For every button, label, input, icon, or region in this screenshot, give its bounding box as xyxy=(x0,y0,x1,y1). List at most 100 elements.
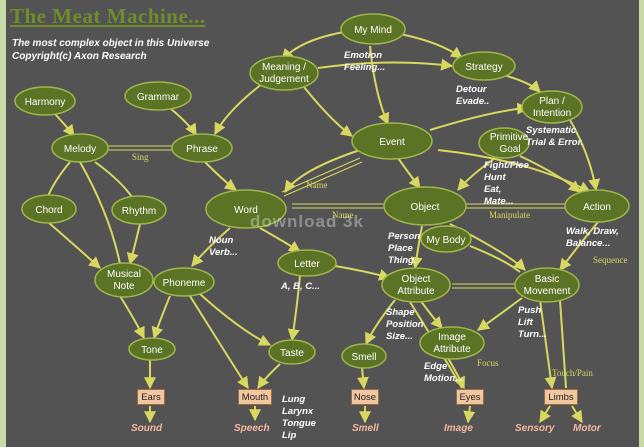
edge-melody-chord xyxy=(47,161,71,197)
label-primitive: Primitive xyxy=(490,132,529,143)
node-phrase xyxy=(171,133,233,163)
node-grammar xyxy=(124,81,192,111)
edge-phoneme-tone xyxy=(151,295,171,340)
label-intention: Intention xyxy=(533,108,571,119)
node-taste xyxy=(268,339,316,365)
sense-limbs: Limbs xyxy=(544,389,578,405)
link-label-focus: Focus xyxy=(477,358,499,368)
edge-letter-objattr xyxy=(334,265,392,281)
node-harmony xyxy=(14,86,76,116)
edge-taste-mouth xyxy=(257,363,281,389)
link-label-name-1: Name xyxy=(306,180,328,190)
edge-event-word xyxy=(284,149,361,193)
sense-nose: Nose xyxy=(351,389,379,405)
link-objattr-basic xyxy=(452,283,516,289)
edge-plan-action xyxy=(569,119,601,192)
edge-harmony-melody xyxy=(54,113,75,137)
edge-phrase-word xyxy=(204,161,237,191)
sense-mouth: Mouth xyxy=(238,389,272,405)
edge-objattr-image xyxy=(419,299,443,329)
label-chord: Chord xyxy=(35,205,62,216)
link-label-sequence: Sequence xyxy=(593,255,628,265)
label-melody: Melody xyxy=(64,144,96,155)
edge-grammar-phrase xyxy=(169,107,197,137)
edge-limbs-sensory xyxy=(539,405,551,424)
label-my-body: My Body xyxy=(427,235,466,246)
output-speech: Speech xyxy=(234,423,270,434)
node-meaning xyxy=(249,55,319,91)
label-musical: Musical xyxy=(107,269,141,280)
node-object-attribute xyxy=(381,267,451,303)
node-plan xyxy=(521,90,583,124)
node-my-mind xyxy=(340,13,406,45)
label-object: Object xyxy=(411,202,440,213)
nodes xyxy=(14,13,630,369)
link-object-action xyxy=(466,203,566,209)
node-image-attribute xyxy=(419,326,485,360)
output-sound: Sound xyxy=(131,423,163,434)
sense-eyes: Eyes xyxy=(456,389,484,405)
node-rhythm xyxy=(111,195,167,225)
label-basic-1: Basic xyxy=(535,274,559,285)
edge-mybody-basic xyxy=(469,245,521,273)
node-melody xyxy=(51,133,109,163)
edge-rhythm-musical xyxy=(126,223,141,266)
node-tone xyxy=(128,337,176,361)
edge-phoneme-taste xyxy=(199,293,272,346)
node-phoneme xyxy=(153,267,215,297)
edge-goal-object xyxy=(457,157,496,191)
label-letter: Letter xyxy=(294,259,320,270)
link-melody-phrase xyxy=(106,145,172,151)
edge-goal-action xyxy=(519,155,581,193)
edge-object-objattr xyxy=(410,225,423,270)
double-links xyxy=(106,145,566,289)
label-event: Event xyxy=(379,137,405,148)
label-image-1: Image xyxy=(438,332,466,343)
node-basic-movement xyxy=(514,267,580,303)
label-tone: Tone xyxy=(141,345,163,356)
edge-limbs-motor xyxy=(571,405,583,424)
edge-event-plan xyxy=(429,102,530,131)
edge-basic-image xyxy=(477,297,523,331)
edge-musical-tone xyxy=(119,295,145,340)
label-phoneme: Phoneme xyxy=(163,278,206,289)
output-sensory: Sensory xyxy=(515,423,555,434)
watermark: download 3k xyxy=(250,212,364,231)
diagram-title: The Meat Machine... xyxy=(10,4,206,28)
subtitle-line-1: The most complex object in this Universe xyxy=(12,38,210,49)
edge-melody-musical xyxy=(79,161,121,265)
edge-mymind-event xyxy=(369,45,390,126)
label-smell: Smell xyxy=(351,352,376,363)
label-rhythm: Rhythm xyxy=(122,206,156,217)
edge-phoneme-mouth xyxy=(189,295,249,390)
label-object-attribute-2: Attribute xyxy=(397,286,435,297)
edge-objattr-smell xyxy=(365,299,396,346)
edge-smell-nose xyxy=(356,367,369,390)
label-judgement: Judgement xyxy=(259,74,309,85)
node-labels: Harmony Grammar Meaning / Judgement My M… xyxy=(25,25,611,363)
node-action xyxy=(564,189,630,223)
label-image-2: Attribute xyxy=(433,344,471,355)
label-goal: Goal xyxy=(499,144,520,155)
label-strategy: Strategy xyxy=(465,62,502,73)
label-plan: Plan / xyxy=(539,96,565,107)
link-label-touch: Touch/Pain xyxy=(552,368,593,378)
edge-melody-rhythm xyxy=(94,161,133,198)
annotation-walk: Walk, Draw,Balance... xyxy=(566,226,619,249)
edge-letter-taste xyxy=(287,275,301,342)
subtitle-line-2: Copyright(c) Axon Research xyxy=(12,51,147,62)
edge-basic-limbs-2 xyxy=(559,299,567,389)
label-harmony: Harmony xyxy=(25,97,66,108)
edge-meaning-phrase xyxy=(214,83,263,136)
output-image: Image xyxy=(444,423,473,434)
edge-meaning-strategy xyxy=(317,58,454,71)
node-object xyxy=(383,186,467,226)
edge-strategy-plan xyxy=(499,73,541,93)
link-label-name-2: Name xyxy=(332,210,354,220)
node-chord xyxy=(21,194,77,224)
edge-image-eyes xyxy=(447,357,465,390)
